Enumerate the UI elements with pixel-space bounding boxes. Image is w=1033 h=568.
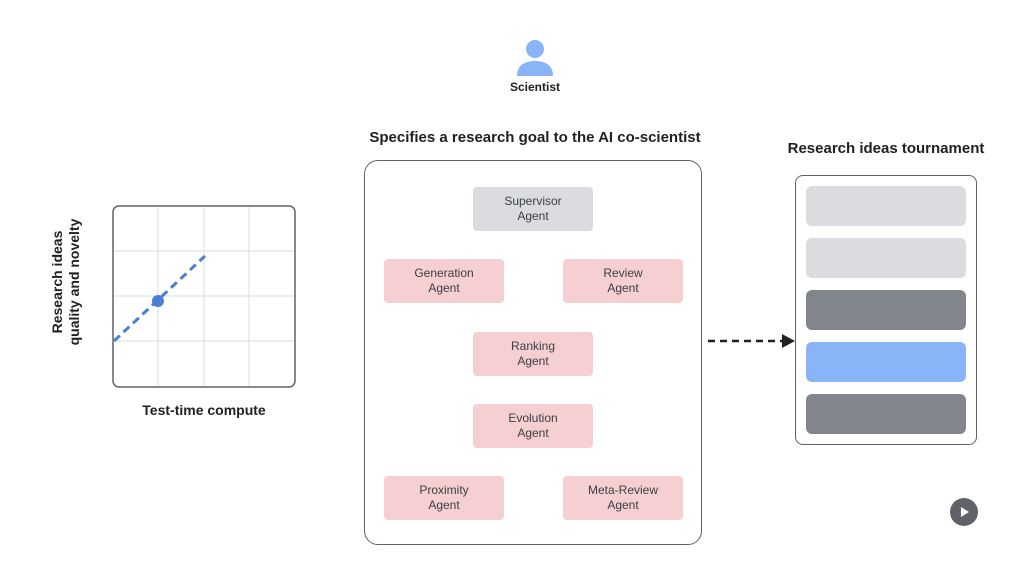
compute-quality-plot [112, 205, 296, 388]
play-icon [961, 507, 969, 517]
plot-x-axis-label: Test-time compute [142, 402, 266, 418]
trend-line [112, 254, 207, 343]
person-icon [517, 40, 553, 76]
tournament-slot [806, 290, 966, 330]
tournament-slot [806, 394, 966, 434]
tournament-box [795, 175, 977, 445]
dashed-arrow-icon [708, 334, 795, 348]
tournament-heading: Research ideas tournament [787, 140, 985, 157]
co-scientist-system-box [364, 160, 702, 545]
tournament-slot [806, 238, 966, 278]
current-point [152, 295, 164, 307]
tournament-slot [806, 342, 966, 382]
plot-y-axis-label: Research ideas quality and novelty [49, 218, 82, 346]
tournament-slot [806, 186, 966, 226]
scientist-label: Scientist [509, 80, 560, 94]
research-goal-heading: Specifies a research goal to the AI co-s… [369, 129, 701, 146]
play-button[interactable] [950, 498, 978, 526]
